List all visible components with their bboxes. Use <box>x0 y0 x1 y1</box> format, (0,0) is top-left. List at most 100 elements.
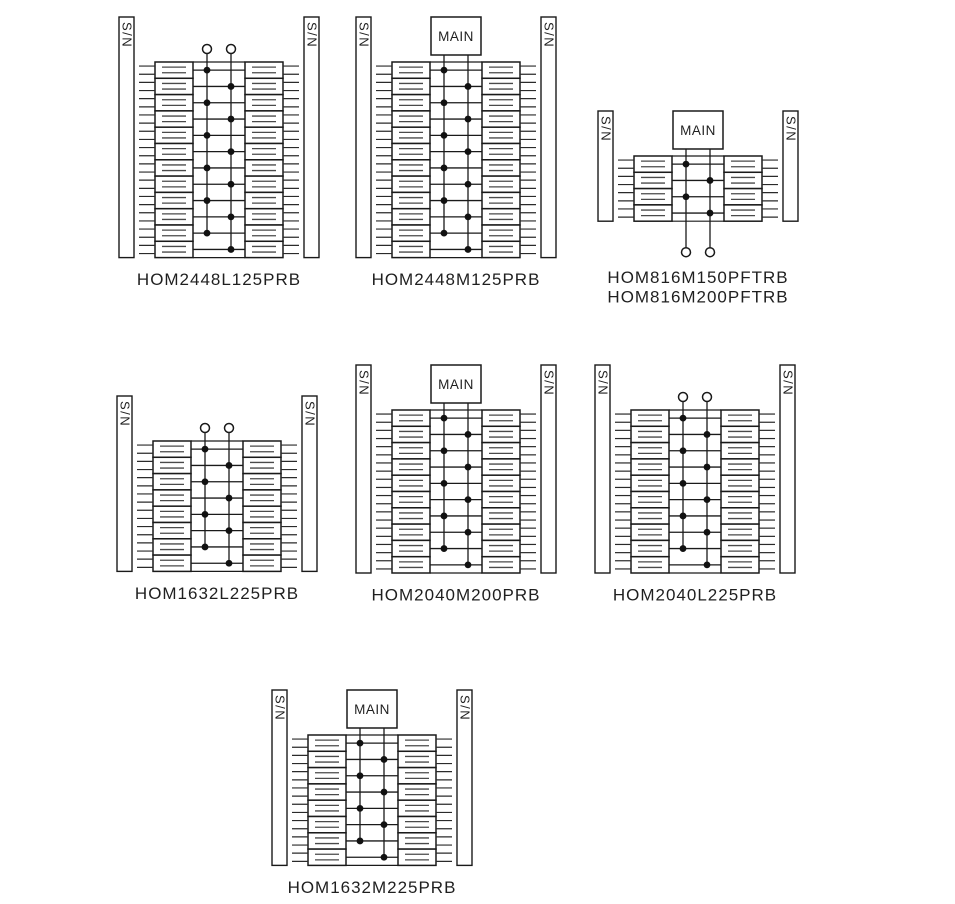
main-lug-right <box>225 43 237 55</box>
neutral-bar-label: S/N <box>357 22 372 48</box>
neutral-bar-left: S/N <box>355 16 372 259</box>
breaker-space-left <box>630 507 670 525</box>
breaker-space-left <box>391 441 431 460</box>
panel-model-label: HOM1632M225PRB <box>288 878 457 897</box>
breaker-row <box>615 490 775 509</box>
breaker-space-left <box>391 142 431 161</box>
breaker-space-left <box>633 204 673 222</box>
breaker-space-right <box>481 175 521 194</box>
breaker-row <box>139 77 299 96</box>
breaker-space-left <box>630 425 670 444</box>
breaker-row <box>292 815 452 834</box>
neutral-bar-body <box>594 364 611 574</box>
breaker-space-right <box>481 224 521 243</box>
breaker-row <box>139 142 299 161</box>
neutral-bar-right: S/N <box>303 16 320 259</box>
bus-tap-dot <box>464 463 472 471</box>
breaker-row <box>615 409 775 428</box>
breaker-space-right <box>720 539 760 558</box>
breaker-row <box>376 523 536 542</box>
breaker-space-left <box>154 159 194 177</box>
breaker-space-left <box>391 175 431 194</box>
breaker-space-right <box>723 187 763 206</box>
main-lugs <box>201 43 237 55</box>
breaker-space-right <box>720 458 760 476</box>
breaker-space-left <box>154 126 194 145</box>
main-breaker-box <box>672 110 724 150</box>
breaker-row <box>618 204 778 222</box>
breaker-space-right <box>244 240 284 259</box>
bus-tap-dot <box>679 414 687 422</box>
neutral-bar-label: S/N <box>783 116 798 142</box>
breaker-row <box>137 554 297 573</box>
neutral-bar-label: S/N <box>599 116 614 142</box>
breaker-row <box>615 425 775 444</box>
breaker-space-right <box>720 425 760 444</box>
neutral-bar-body <box>540 16 557 259</box>
neutral-bar-body <box>782 110 799 222</box>
bus-tap-dot <box>380 756 388 763</box>
breaker-row <box>615 555 775 574</box>
panel-model-label: HOM2448L125PRB <box>137 270 301 289</box>
breaker-space-left <box>152 505 192 524</box>
neutral-bar-label: S/N <box>357 370 372 396</box>
breaker-row <box>139 110 299 128</box>
breaker-space-left <box>630 409 670 428</box>
bus-tap-dot <box>440 479 448 487</box>
main-lug-right <box>223 422 235 434</box>
breaker-space-right <box>481 77 521 96</box>
breaker-space-right <box>720 441 760 460</box>
breaker-space-right <box>723 155 763 174</box>
breaker-row <box>376 425 536 444</box>
bus-tap-dot <box>464 246 472 253</box>
breaker-row <box>376 240 536 259</box>
breaker-space-left <box>391 110 431 128</box>
breaker-space-right <box>244 93 284 112</box>
breaker-space-right <box>397 783 437 801</box>
breaker-space-left <box>154 93 194 112</box>
breaker-space-left <box>633 171 673 190</box>
breaker-row <box>615 458 775 476</box>
breaker-space-right <box>244 126 284 145</box>
breaker-space-right <box>397 750 437 769</box>
breaker-space-left <box>391 77 431 96</box>
breaker-space-left <box>391 126 431 145</box>
panel-model-label: HOM2040L225PRB <box>613 586 777 605</box>
breaker-space-left <box>154 240 194 259</box>
breaker-space-right <box>481 441 521 460</box>
main-breaker: MAIN <box>430 16 482 56</box>
breaker-space-right <box>481 458 521 476</box>
breaker-row <box>615 539 775 558</box>
breaker-space-left <box>391 523 431 542</box>
breaker-space-right <box>397 799 437 818</box>
breaker-space-right <box>723 171 763 190</box>
breaker-row <box>139 175 299 194</box>
breaker-row <box>376 490 536 509</box>
breaker-rows <box>139 61 299 259</box>
neutral-bar-label: S/N <box>304 22 319 48</box>
breaker-space-left <box>307 783 347 801</box>
breaker-space-left <box>630 441 670 460</box>
breaker-space-left <box>152 554 192 573</box>
neutral-bar-body <box>597 110 614 222</box>
breaker-row <box>618 187 778 206</box>
breaker-space-left <box>152 440 192 459</box>
breaker-space-right <box>242 521 282 540</box>
breaker-row <box>376 93 536 112</box>
breaker-space-right <box>242 472 282 491</box>
neutral-bar-left: S/N <box>355 364 372 574</box>
breaker-row <box>137 505 297 524</box>
breaker-row <box>376 458 536 476</box>
breaker-space-right <box>481 539 521 558</box>
breaker-space-left <box>152 456 192 475</box>
bus-tap-dot <box>201 445 209 453</box>
bus-tap-dot <box>227 148 235 156</box>
neutral-bar-body <box>355 16 372 259</box>
neutral-bar-label: S/N <box>302 401 317 427</box>
breaker-row <box>376 224 536 243</box>
